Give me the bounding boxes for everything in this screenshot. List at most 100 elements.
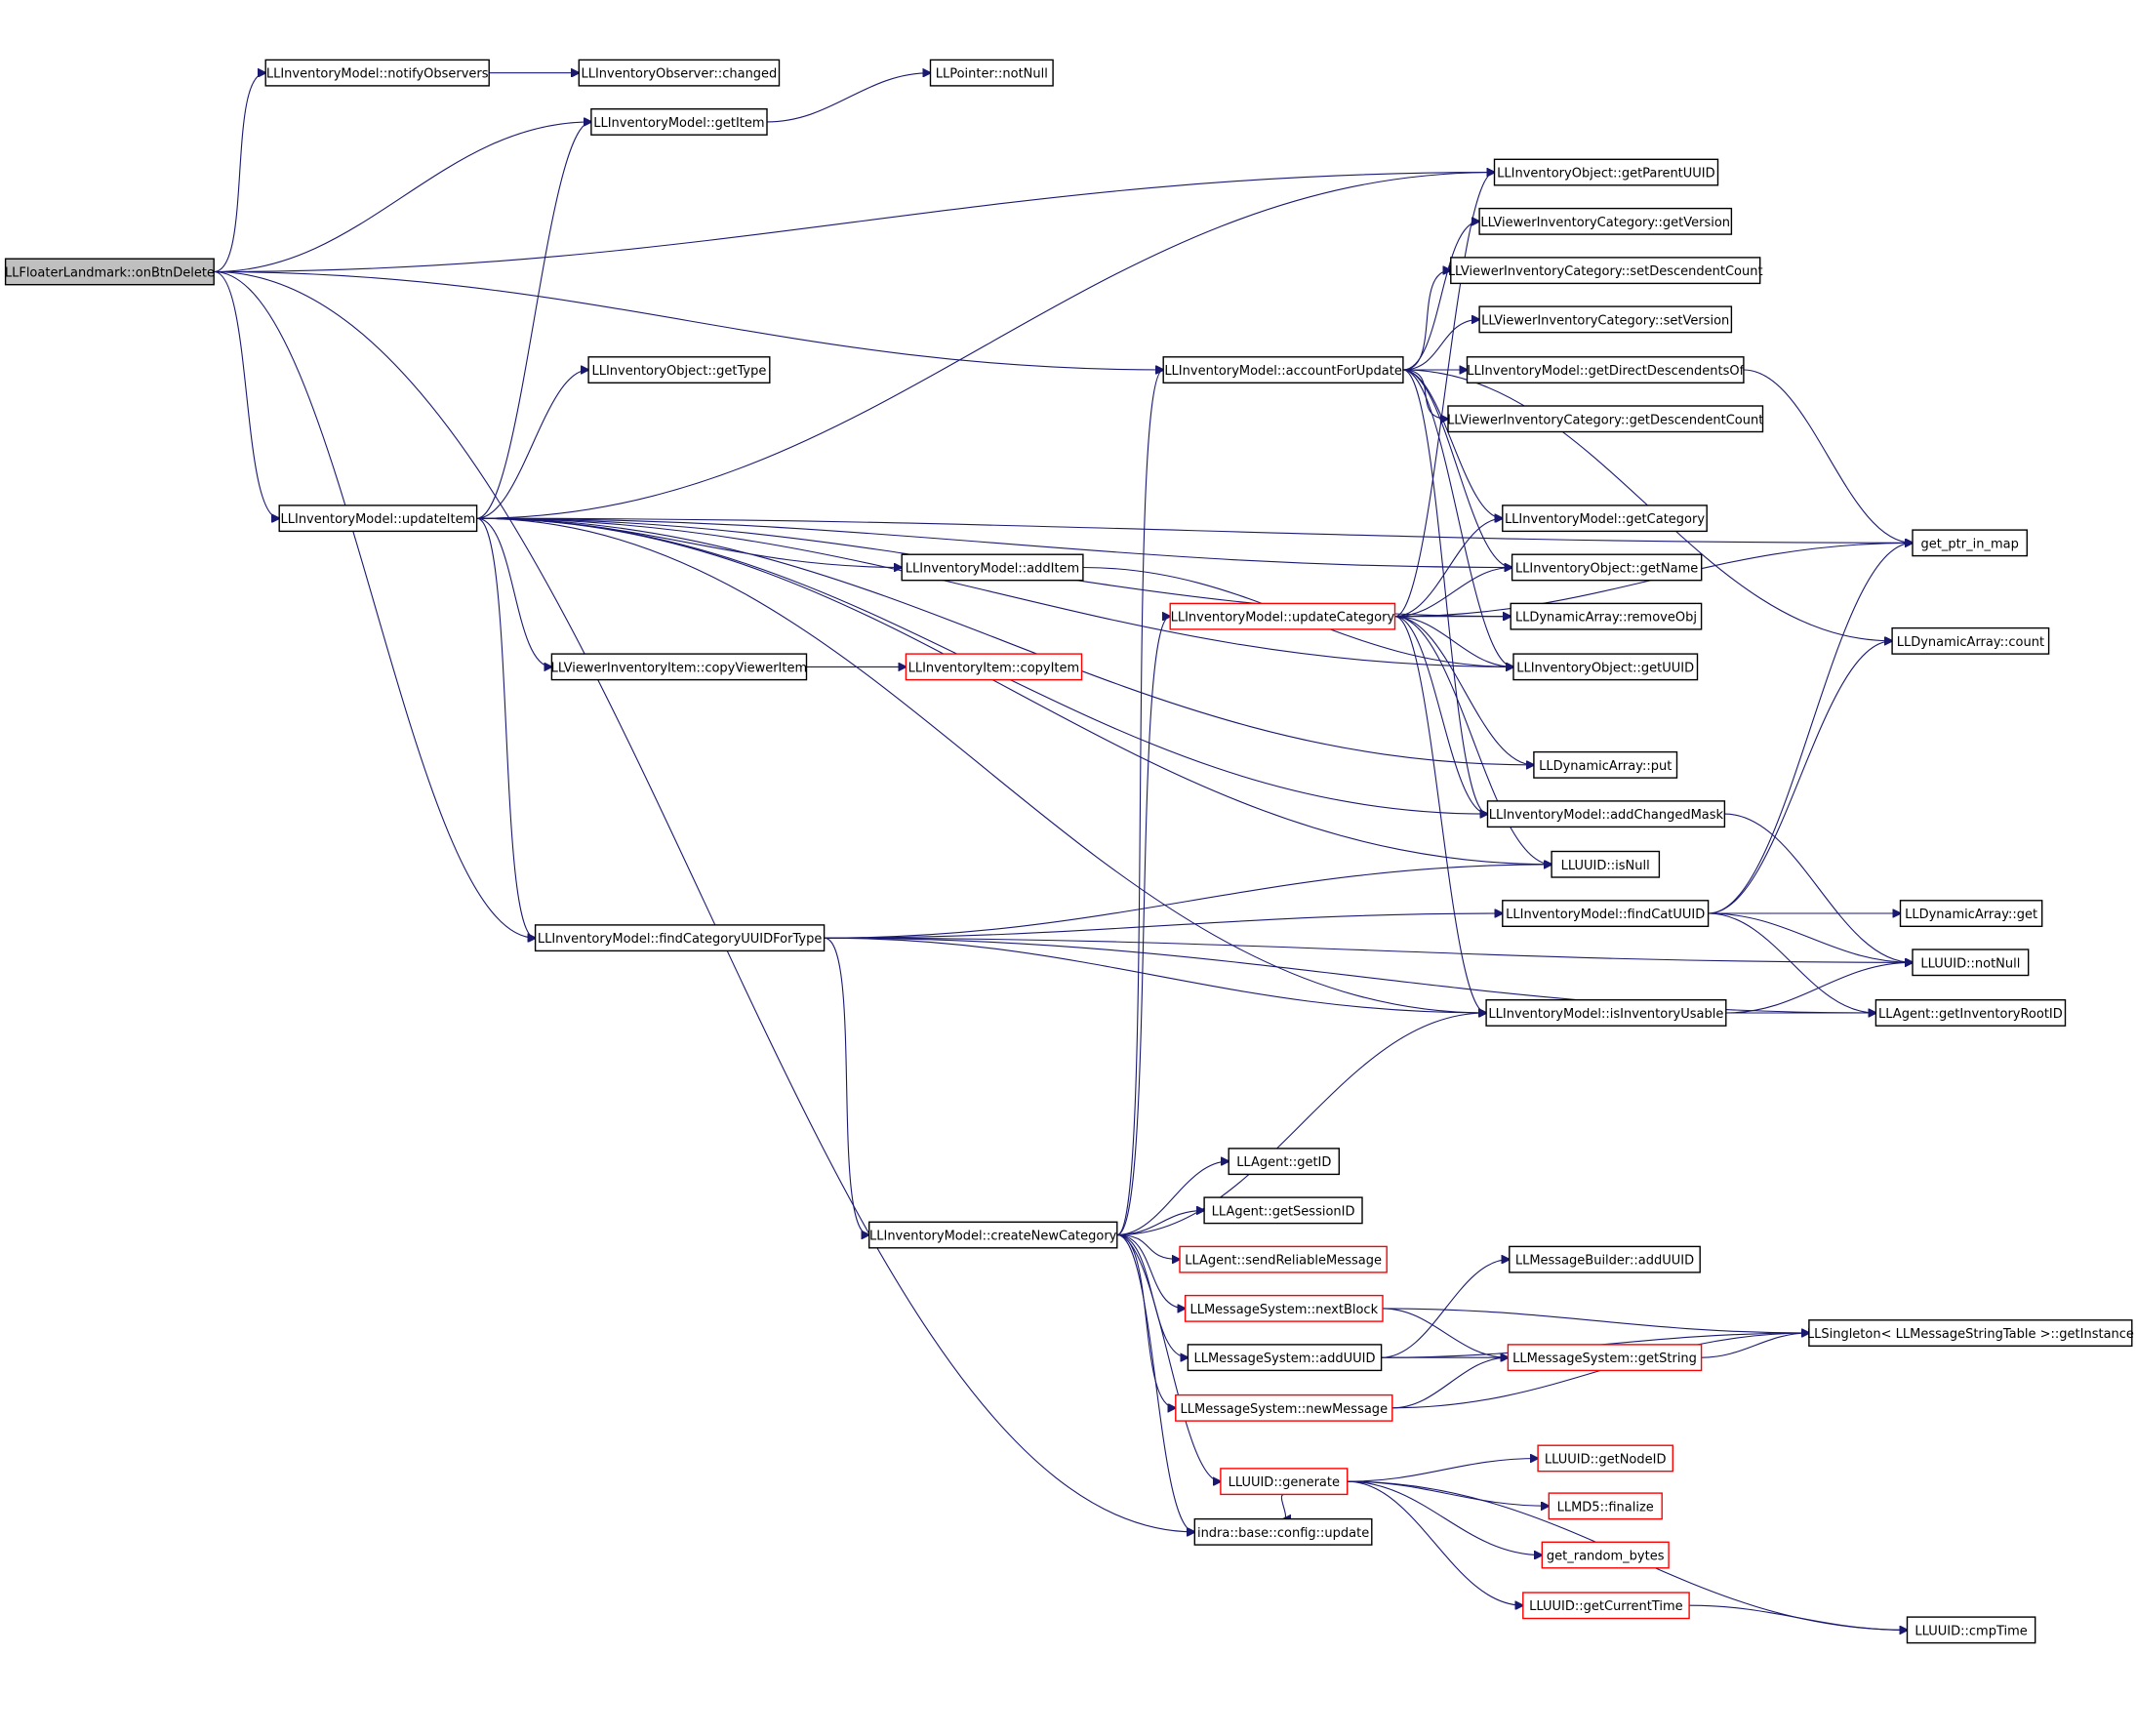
function-node[interactable]: LLDynamicArray::put	[1533, 750, 1678, 779]
call-edge	[1116, 1161, 1229, 1236]
node-label: LLDynamicArray::count	[1897, 635, 2044, 650]
call-edge	[1116, 370, 1163, 1236]
node-box	[929, 59, 1054, 87]
node-box	[1187, 1344, 1383, 1372]
node-label: LLPointer::notNull	[936, 67, 1048, 82]
node-box	[1891, 626, 2050, 655]
node-label: LLMessageSystem::getString	[1512, 1352, 1697, 1366]
function-node[interactable]: LLInventoryObject::getName	[1511, 553, 1703, 582]
function-node[interactable]: LLUUID::generate	[1220, 1468, 1349, 1496]
function-node[interactable]: LLInventoryModel::notifyObservers	[264, 59, 490, 87]
call-edge	[1394, 616, 1487, 1013]
call-edge	[1402, 369, 1512, 568]
node-label: LLInventoryModel::createNewCategory	[869, 1230, 1117, 1244]
node-box	[1912, 529, 2029, 557]
function-node[interactable]: LLAgent::sendReliableMessage	[1179, 1245, 1388, 1273]
node-label: LLUUID::isNull	[1561, 859, 1650, 873]
function-node[interactable]: LLInventoryModel::getDirectDescendentsOf	[1466, 356, 1745, 384]
function-node[interactable]: LLDynamicArray::get	[1899, 900, 2043, 927]
function-node[interactable]: LLInventoryModel::updateCategory	[1169, 602, 1396, 630]
node-box	[1228, 1148, 1340, 1176]
call-edge	[1394, 568, 1512, 618]
function-node[interactable]: LLInventoryModel::isInventoryUsable	[1485, 998, 1727, 1027]
function-node[interactable]: LLDynamicArray::removeObj	[1510, 602, 1703, 630]
function-node[interactable]: LLPointer::notNull	[929, 59, 1054, 87]
node-box	[1486, 800, 1726, 828]
node-label: LLDynamicArray::removeObj	[1515, 611, 1697, 626]
function-node[interactable]: LLInventoryModel::getCategory	[1502, 505, 1708, 533]
function-node[interactable]: LLInventoryObserver::changed	[578, 59, 781, 87]
function-node[interactable]: LLMessageBuilder::addUUID	[1509, 1245, 1701, 1273]
function-node[interactable]: LLSingleton< LLMessageStringTable >::get…	[1807, 1319, 2134, 1348]
function-node[interactable]: LLViewerInventoryCategory::getDescendent…	[1447, 405, 1764, 433]
function-node[interactable]: get_random_bytes	[1541, 1541, 1670, 1569]
function-node[interactable]: LLMessageSystem::nextBlock	[1184, 1294, 1384, 1322]
node-box	[1203, 1196, 1363, 1225]
node-box	[1899, 900, 2043, 927]
function-node[interactable]: LLUUID::getCurrentTime	[1522, 1592, 1690, 1620]
function-node[interactable]: LLInventoryModel::createNewCategory	[868, 1221, 1118, 1249]
node-box	[550, 653, 808, 681]
function-node[interactable]: LLMessageSystem::newMessage	[1175, 1393, 1393, 1422]
call-edge	[476, 517, 1512, 567]
function-node[interactable]: LLAgent::getInventoryRootID	[1874, 998, 2067, 1027]
node-label: LLInventoryModel::accountForUpdate	[1164, 364, 1402, 379]
function-node[interactable]: LLUUID::cmpTime	[1906, 1616, 2036, 1644]
node-box	[1874, 998, 2067, 1027]
call-edge	[214, 122, 591, 273]
function-node[interactable]: LLInventoryObject::getUUID	[1512, 653, 1699, 681]
function-node[interactable]: LLViewerInventoryItem::copyViewerItem	[550, 653, 808, 681]
function-node[interactable]: LLViewerInventoryCategory::setDescendent…	[1448, 257, 1763, 285]
function-node[interactable]: LLViewerInventoryCategory::getVersion	[1478, 207, 1733, 235]
function-node[interactable]: LLInventoryModel::updateItem	[278, 505, 478, 533]
node-label: LLInventoryModel::getDirectDescendentsOf	[1467, 364, 1744, 379]
node-box	[1169, 602, 1396, 630]
function-node[interactable]: LLFloaterLandmark::onBtnDelete	[5, 258, 215, 286]
call-edge	[1116, 1013, 1486, 1236]
node-box	[1912, 949, 2030, 977]
nodes-layer: LLFloaterLandmark::onBtnDeleteLLInventor…	[5, 59, 2134, 1644]
function-node[interactable]: LLInventoryItem::copyItem	[905, 653, 1083, 681]
node-box	[264, 59, 490, 87]
function-node[interactable]: get_ptr_in_map	[1912, 529, 2029, 557]
function-node[interactable]: LLUUID::notNull	[1912, 949, 2030, 977]
call-edge	[1394, 616, 1552, 865]
function-node[interactable]: LLUUID::getNodeID	[1537, 1444, 1673, 1473]
function-node[interactable]: LLAgent::getID	[1228, 1148, 1340, 1176]
function-node[interactable]: LLInventoryModel::addItem	[901, 553, 1084, 582]
function-node[interactable]: LLInventoryModel::findCatUUID	[1502, 900, 1710, 927]
function-node[interactable]: LLInventoryModel::accountForUpdate	[1162, 356, 1404, 384]
node-box	[1507, 1344, 1703, 1372]
call-edge	[476, 517, 536, 938]
node-label: LLUUID::generate	[1229, 1475, 1340, 1490]
node-box	[1533, 750, 1678, 779]
node-box	[1512, 653, 1699, 681]
function-node[interactable]: LLViewerInventoryCategory::setVersion	[1478, 305, 1733, 334]
node-box	[1162, 356, 1404, 384]
function-node[interactable]: LLMessageSystem::addUUID	[1187, 1344, 1383, 1372]
node-box	[1447, 405, 1764, 433]
call-edge	[214, 270, 1163, 371]
function-node[interactable]: LLAgent::getSessionID	[1203, 1196, 1363, 1225]
node-box	[1502, 505, 1708, 533]
function-node[interactable]: LLMD5::finalize	[1548, 1492, 1663, 1520]
call-edge	[1381, 1260, 1510, 1358]
call-edge	[1347, 1459, 1538, 1482]
function-node[interactable]: LLInventoryModel::getItem	[590, 107, 768, 136]
node-label: LLViewerInventoryItem::copyViewerItem	[551, 661, 808, 675]
function-node[interactable]: LLInventoryObject::getParentUUID	[1493, 158, 1719, 186]
function-node[interactable]: LLDynamicArray::count	[1891, 626, 2050, 655]
function-node[interactable]: LLInventoryModel::addChangedMask	[1486, 800, 1726, 828]
function-node[interactable]: indra::base::config::update	[1193, 1517, 1373, 1546]
call-edge	[1402, 369, 1488, 814]
call-edge	[824, 937, 1487, 1013]
function-node[interactable]: LLInventoryModel::findCategoryUUIDForTyp…	[534, 924, 826, 952]
node-label: LLAgent::getInventoryRootID	[1878, 1007, 2063, 1022]
function-node[interactable]: LLUUID::isNull	[1551, 850, 1661, 878]
node-box	[1466, 356, 1745, 384]
function-node[interactable]: LLInventoryObject::getType	[587, 356, 771, 384]
call-edge	[1280, 1493, 1285, 1519]
call-edge	[824, 937, 869, 1234]
node-box	[1179, 1245, 1388, 1273]
function-node[interactable]: LLMessageSystem::getString	[1507, 1344, 1703, 1372]
